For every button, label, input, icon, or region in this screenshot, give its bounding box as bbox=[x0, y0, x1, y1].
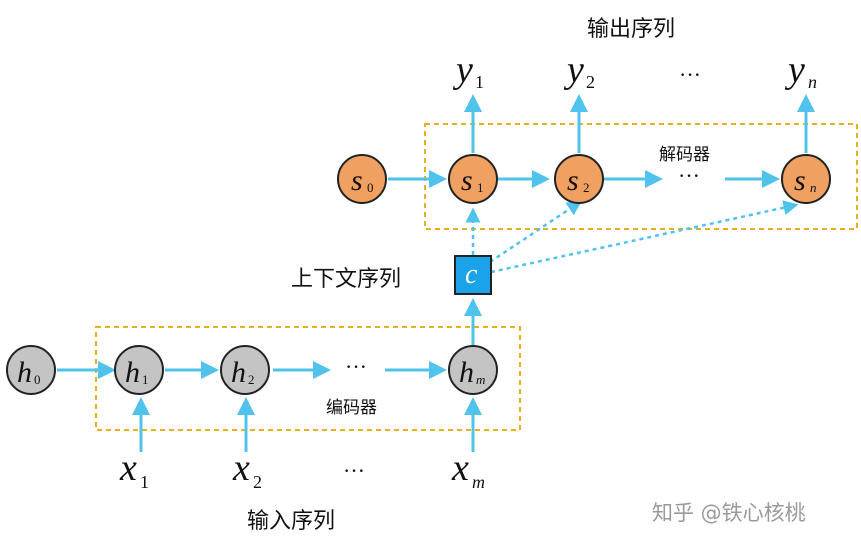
encoder-node-h1: h 1 bbox=[114, 345, 164, 395]
s1-base: s bbox=[461, 164, 473, 197]
s0-base: s bbox=[351, 164, 363, 197]
encoder-node-h2: h 2 bbox=[220, 345, 270, 395]
s0-sub: 0 bbox=[367, 180, 374, 195]
y2-sub: 2 bbox=[586, 72, 595, 92]
s1-sub: 1 bbox=[477, 180, 484, 195]
decoder-node-s2: s 2 bbox=[554, 154, 604, 204]
h1-sub: 1 bbox=[142, 372, 149, 387]
encoder-node-h0: h 0 bbox=[6, 345, 56, 395]
decoder-label: 解码器 bbox=[659, 145, 710, 165]
h0-sub: 0 bbox=[34, 372, 41, 387]
input-ellipsis: ··· bbox=[343, 458, 365, 483]
x2-base: x bbox=[232, 447, 250, 489]
y1-base: y bbox=[452, 49, 473, 91]
yn-sub: n bbox=[808, 72, 817, 92]
decoder-box bbox=[424, 123, 858, 230]
output-y1: y 1 bbox=[452, 49, 484, 92]
encoder-ellipsis: ··· bbox=[345, 354, 367, 379]
input-x1: x 1 bbox=[119, 447, 149, 492]
x2-sub: 2 bbox=[253, 472, 262, 492]
context-node: c bbox=[454, 255, 492, 295]
h1-base: h bbox=[125, 356, 140, 389]
yn-base: y bbox=[784, 49, 805, 91]
y1-sub: 1 bbox=[475, 72, 484, 92]
xm-base: x bbox=[451, 447, 469, 489]
decoder-node-s0: s 0 bbox=[337, 154, 387, 204]
s2-base: s bbox=[567, 164, 579, 197]
decoder-node-sn: s n bbox=[781, 154, 831, 204]
output-yn: y n bbox=[784, 49, 817, 92]
x1-sub: 1 bbox=[140, 472, 149, 492]
context-sequence-label: 上下文序列 bbox=[291, 267, 401, 292]
output-ellipsis: ··· bbox=[679, 62, 701, 87]
watermark-text: 知乎 @铁心核桃 bbox=[652, 501, 806, 525]
sn-base: s bbox=[794, 164, 806, 197]
xm-sub: m bbox=[472, 472, 485, 492]
encoder-label: 编码器 bbox=[326, 398, 377, 418]
input-xm: x m bbox=[451, 447, 485, 492]
dashed-arrow-c-sn bbox=[490, 200, 799, 274]
decoder-node-s1: s 1 bbox=[448, 154, 498, 204]
output-y2: y 2 bbox=[563, 49, 595, 92]
h0-base: h bbox=[17, 356, 32, 389]
output-sequence-label: 输出序列 bbox=[587, 17, 675, 42]
input-sequence-label: 输入序列 bbox=[247, 509, 335, 534]
hm-sub: m bbox=[476, 372, 485, 387]
decoder-ellipsis: ··· bbox=[678, 163, 700, 188]
x1-base: x bbox=[119, 447, 137, 489]
y2-base: y bbox=[563, 49, 584, 91]
encoder-node-hm: h m bbox=[448, 345, 498, 395]
dashed-arrow-c-s2 bbox=[489, 200, 583, 264]
sn-sub: n bbox=[810, 180, 817, 195]
hm-base: h bbox=[459, 356, 474, 389]
encoder-box bbox=[95, 326, 521, 431]
h2-base: h bbox=[231, 356, 246, 389]
h2-sub: 2 bbox=[248, 372, 255, 387]
context-symbol: c bbox=[465, 259, 478, 290]
s2-sub: 2 bbox=[583, 180, 590, 195]
input-x2: x 2 bbox=[232, 447, 262, 492]
